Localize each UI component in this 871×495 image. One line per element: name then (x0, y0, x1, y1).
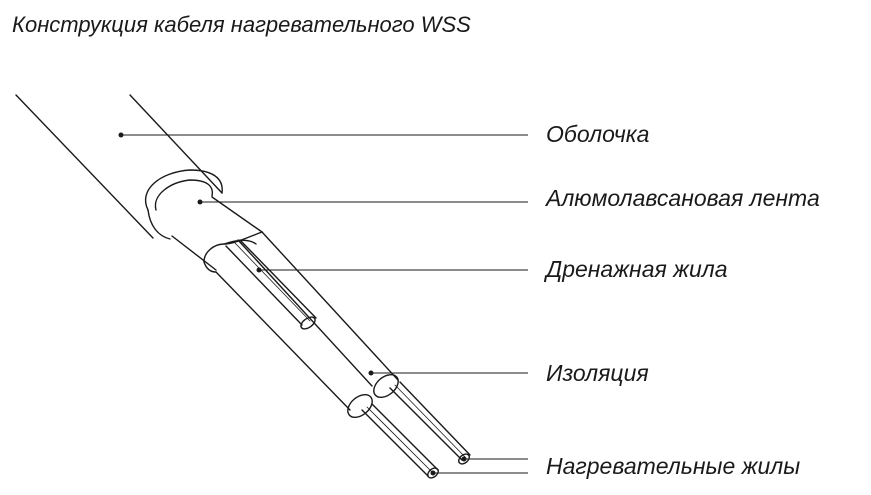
label-foil: Алюмолавсановая лента (546, 185, 820, 211)
heating-conductors (361, 381, 471, 479)
dot-drain (256, 267, 262, 273)
label-insulation: Изоляция (546, 360, 649, 386)
drain-wire (223, 239, 317, 330)
label-heating: Нагревательные жилы (546, 453, 801, 479)
label-sheath: Оболочка (546, 121, 650, 147)
dot-heating-2 (430, 470, 436, 476)
insulation-ends (347, 373, 399, 419)
foil-layer (171, 196, 263, 273)
dot-heating-1 (461, 456, 467, 462)
dot-foil (197, 199, 203, 205)
outer-sheath (15, 94, 223, 240)
dot-sheath (118, 132, 124, 138)
label-drain: Дренажная жила (546, 256, 728, 282)
diagram-title: Конструкция кабеля нагревательного WSS (12, 12, 471, 37)
inner-body (215, 231, 399, 411)
dot-insulation (368, 370, 374, 376)
